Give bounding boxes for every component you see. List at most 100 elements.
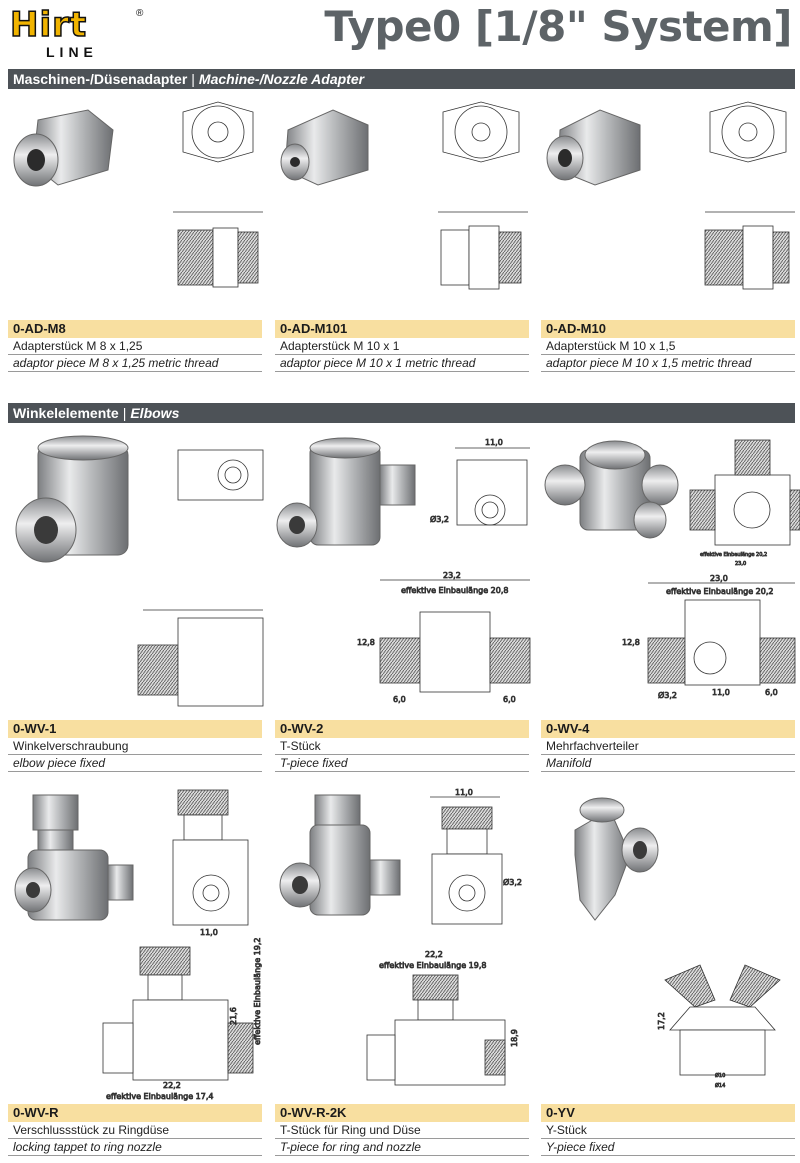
wv-r-drawing-top: 11,0 [172,789,249,937]
product-desc-de: T-Stück für Ring und Düse [275,1122,529,1139]
product-code: 0-WV-R-2K [275,1104,529,1122]
product-code: 0-WV-2 [275,720,529,738]
product-code: 0-AD-M8 [8,320,262,338]
dim-bore: Ø3,2 [430,514,449,524]
dim-top-width: 11,0 [485,438,503,447]
product-desc-de: Adapterstück M 10 x 1,5 [541,338,795,355]
section-separator: | [122,405,127,421]
dim-inner-diameter: Ø10 [715,1072,725,1079]
section-title-de: Winkelelemente [13,405,119,421]
wv-4-drawing-top: effektive Einbaulänge 20,2 23,0 [689,439,800,567]
dim-total-length: 22,2 [163,1081,181,1090]
product-desc-en: adaptor piece M 10 x 1,5 metric thread [541,355,795,372]
product-desc-de: Y-Stück [541,1122,795,1139]
product-wv-r: 0-WV-R Verschlussstück zu Ringdüse locki… [8,1104,262,1156]
product-desc-de: Adapterstück M 8 x 1,25 [8,338,262,355]
product-ad-m101: 0-AD-M101 Adapterstück M 10 x 1 adaptor … [275,320,529,372]
dim-effective-length: effektive Einbaulänge 19,8 [379,961,487,970]
wv-r-render [14,794,134,921]
dim-effective-length: effektive Einbaulänge 20,8 [401,586,509,595]
product-wv-2: 0-WV-2 T-Stück T-piece fixed [275,720,529,772]
dim-mid: 11,0 [712,688,730,697]
dim-width: 11,0 [200,928,218,937]
section-title-en: Elbows [130,405,180,421]
ad-m10-drawing-top [709,101,787,163]
section-title-de: Maschinen-/Düsenadapter [13,71,188,87]
wv-2-drawing-side: 23,2 effektive Einbaulänge 20,8 12,8 6,0… [357,571,531,704]
product-wv-1: 0-WV-1 Winkelverschraubung elbow piece f… [8,720,262,772]
dim-bore: Ø3,2 [658,690,677,700]
wv-4-figure: effektive Einbaulänge 20,2 23,0 23,0 eff… [544,439,800,700]
section-bar-adapters: Maschinen-/Düsenadapter|Machine-/Nozzle … [8,69,795,89]
dim-height: 12,8 [357,638,375,647]
product-ad-m10: 0-AD-M10 Adapterstück M 10 x 1,5 adaptor… [541,320,795,372]
dim-effective-length: effektive Einbaulänge 17,4 [106,1092,214,1101]
product-code: 0-WV-R [8,1104,262,1122]
dim-bore: Ø3,2 [503,877,522,887]
ad-m101-drawing-top [442,101,520,163]
wv-r-2k-drawing-side: 22,2 effektive Einbaulänge 19,8 18,9 [366,950,519,1086]
ad-m10-render [546,109,641,186]
wv-r-2k-drawing-top: 11,0 Ø3,2 [430,788,522,925]
product-ad-m8: 0-AD-M8 Adapterstück M 8 x 1,25 adaptor … [8,320,262,372]
product-desc-en: Y-piece fixed [541,1139,795,1156]
dim-effective-height: effektive Einbaulänge 19,2 [253,938,262,1046]
product-desc-en: elbow piece fixed [8,755,262,772]
yv-render [574,797,659,921]
wv-1-drawing-top [177,449,264,501]
wv-4-drawing-side: 23,0 effektive Einbaulänge 20,2 12,8 11,… [622,574,796,700]
product-code: 0-AD-M101 [275,320,529,338]
product-code: 0-AD-M10 [541,320,795,338]
dim-outer-diameter: Ø14 [715,1082,725,1089]
dim-left-thread: 6,0 [393,695,406,704]
wv-1-render [15,435,129,563]
product-desc-en: adaptor piece M 8 x 1,25 metric thread [8,355,262,372]
ad-m10-drawing-side [704,211,795,290]
dim-height: 17,2 [657,1012,666,1030]
dim-right-thread: 6,0 [765,688,778,697]
wv-1-drawing-side [137,609,264,707]
ad-m101-figure [280,101,528,290]
dim-top-total: 23,0 [735,561,746,567]
product-desc-de: Verschlussstück zu Ringdüse [8,1122,262,1139]
wv-2-drawing-top: 11,0 Ø3,2 [430,438,530,526]
product-code: 0-WV-4 [541,720,795,738]
product-code: 0-YV [541,1104,795,1122]
ad-m101-drawing-side [438,211,528,290]
ad-m8-figure [13,101,263,288]
logo-wordmark: Hirt [9,5,88,45]
yv-figure: 17,2 Ø10 Ø14 [574,797,781,1089]
ad-m8-render [13,109,114,187]
product-desc-de: Winkelverschraubung [8,738,262,755]
logo-subtitle: LINE [46,44,98,60]
dim-total-length: 23,2 [443,571,461,580]
product-desc-en: locking tappet to ring nozzle [8,1139,262,1156]
wv-r-drawing-side: 21,6 effektive Einbaulänge 19,2 22,2 eff… [102,937,262,1101]
dim-height: 18,9 [510,1029,519,1047]
dim-total-length: 22,2 [425,950,443,959]
dim-height: 12,8 [622,638,640,647]
product-desc-de: T-Stück [275,738,529,755]
wv-1-figure [15,435,264,707]
wv-r-2k-figure: 11,0 Ø3,2 22,2 effektive Einbaulänge 19,… [279,788,522,1086]
product-wv-r-2k: 0-WV-R-2K T-Stück für Ring und Düse T-pi… [275,1104,529,1156]
wv-4-render [544,440,679,539]
brand-logo: Hirt ® LINE [9,5,150,60]
ad-m8-drawing-side [173,211,263,288]
ad-m101-render [280,109,369,186]
section-title-en: Machine-/Nozzle Adapter [198,71,365,87]
ad-m8-drawing-top [182,101,254,163]
section-separator: | [191,71,195,87]
product-yv: 0-YV Y-Stück Y-piece fixed [541,1104,795,1156]
dim-right-thread: 6,0 [503,695,516,704]
product-desc-de: Mehrfachverteiler [541,738,795,755]
dim-top-width: 11,0 [455,788,473,797]
page-title: Type0 [1/8" System] [324,2,792,51]
product-desc-en: T-piece fixed [275,755,529,772]
wv-2-render [276,437,416,548]
product-desc-en: Manifold [541,755,795,772]
dim-effective-length: effektive Einbaulänge 20,2 [666,587,774,596]
wv-2-figure: 11,0 Ø3,2 23,2 effektive Einbaulänge 20,… [276,437,531,704]
product-wv-4: 0-WV-4 Mehrfachverteiler Manifold [541,720,795,772]
dim-height: 21,6 [229,1007,238,1025]
